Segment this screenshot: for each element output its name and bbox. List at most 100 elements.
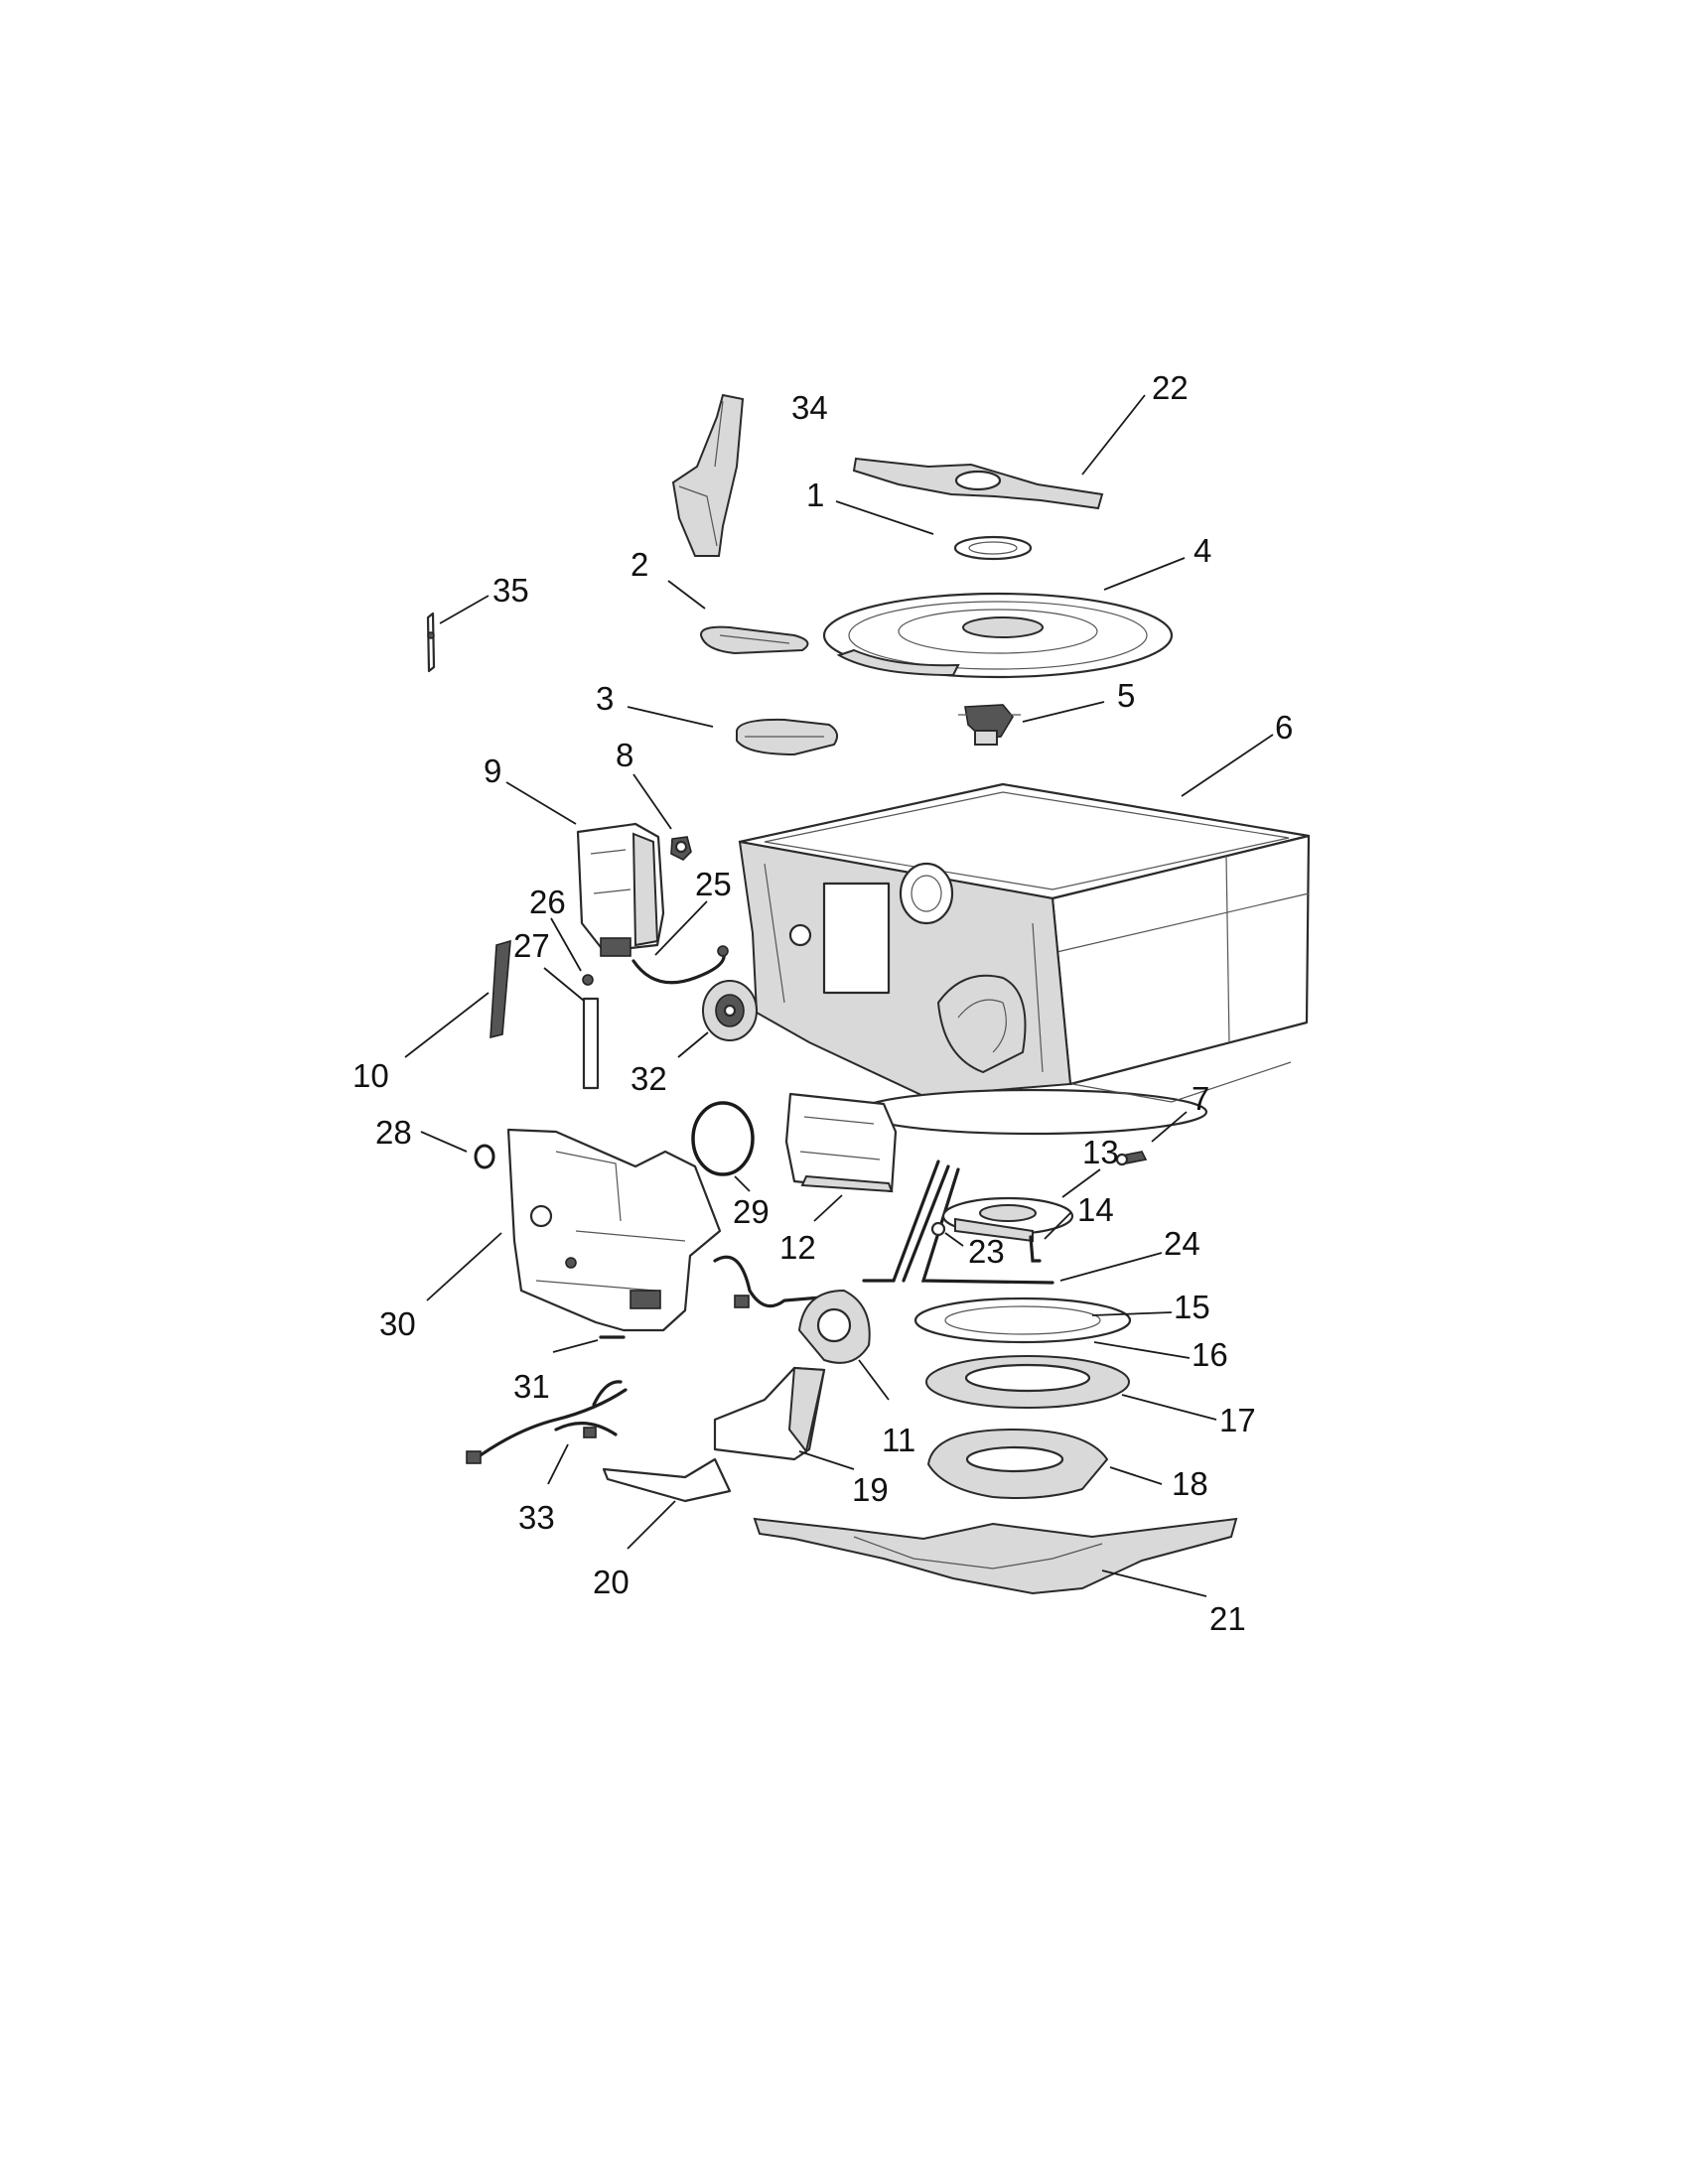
callout-16: 16 (1192, 1336, 1228, 1373)
leader-29 (734, 1175, 751, 1192)
leader-11 (858, 1359, 890, 1401)
callout-19: 19 (852, 1471, 889, 1508)
part-3-drawing (736, 718, 839, 756)
part-24-drawing (862, 1160, 1054, 1285)
part-11-drawing (713, 1255, 871, 1364)
part-15-drawing (913, 1297, 1132, 1344)
callout-17: 17 (1219, 1402, 1256, 1438)
leader-14 (1044, 1212, 1071, 1240)
part-21-drawing (753, 1517, 1238, 1595)
callout-28: 28 (375, 1114, 412, 1151)
leader-17 (1121, 1394, 1217, 1421)
callout-22: 22 (1152, 369, 1189, 406)
leader-24 (1059, 1252, 1163, 1282)
leader-12 (813, 1194, 843, 1222)
callout-21: 21 (1209, 1600, 1246, 1637)
leader-13 (1061, 1168, 1101, 1198)
callout-6: 6 (1275, 709, 1293, 746)
part-9-drawing (576, 822, 665, 957)
leader-20 (627, 1500, 676, 1550)
part-30-drawing (506, 1128, 722, 1332)
part-7-drawing (1115, 1151, 1148, 1166)
part-26-drawing (582, 974, 594, 986)
part-12-drawing (784, 1092, 898, 1193)
leader-23 (944, 1232, 964, 1247)
part-34-drawing (671, 393, 745, 557)
part-35-drawing (426, 612, 436, 673)
part-8-drawing (670, 836, 692, 861)
callout-12: 12 (779, 1229, 816, 1266)
part-14-drawing (1029, 1235, 1042, 1263)
leader-31 (552, 1339, 599, 1353)
part-27-drawing (582, 997, 600, 1090)
leader-27 (543, 967, 585, 1002)
part-10-drawing (490, 939, 511, 1039)
leader-1 (835, 500, 934, 535)
leader-18 (1109, 1466, 1163, 1485)
leader-7 (1151, 1111, 1188, 1143)
leader-22 (1081, 394, 1146, 476)
leader-28 (420, 1131, 468, 1153)
part-4-drawing (822, 592, 1174, 679)
callout-30: 30 (379, 1305, 416, 1342)
part-5-drawing (958, 704, 1021, 746)
callout-27: 27 (513, 927, 550, 964)
callout-31: 31 (513, 1368, 550, 1405)
part-2-drawing (700, 625, 809, 655)
leader-9 (505, 781, 577, 825)
callout-3: 3 (596, 680, 614, 717)
part-13-drawing (941, 1196, 1074, 1243)
callout-18: 18 (1172, 1465, 1208, 1502)
part-17-drawing (925, 1355, 1130, 1409)
callout-1: 1 (806, 477, 824, 513)
callout-15: 15 (1174, 1289, 1210, 1325)
part-23-drawing (930, 1221, 946, 1237)
leader-10 (404, 992, 490, 1058)
callout-29: 29 (733, 1193, 770, 1230)
leader-35 (439, 595, 490, 624)
part-6-drawing (738, 782, 1311, 1136)
callout-10: 10 (352, 1057, 389, 1094)
callout-2: 2 (631, 546, 648, 583)
leader-25 (654, 900, 708, 956)
leader-5 (1022, 701, 1105, 723)
callout-32: 32 (631, 1060, 667, 1097)
callout-20: 20 (593, 1564, 630, 1600)
callout-24: 24 (1164, 1225, 1200, 1262)
leader-19 (798, 1450, 855, 1470)
part-33-drawing (466, 1380, 628, 1464)
part-29-drawing (691, 1101, 755, 1176)
part-28-drawing (474, 1144, 495, 1169)
callout-14: 14 (1077, 1191, 1114, 1228)
callout-25: 25 (695, 866, 732, 902)
leader-3 (627, 706, 714, 728)
callout-13: 13 (1082, 1134, 1119, 1170)
leader-33 (547, 1443, 569, 1485)
leader-2 (667, 580, 706, 610)
callout-23: 23 (968, 1233, 1005, 1270)
callout-numbers: 34 22 1 4 35 2 5 3 6 9 8 26 25 27 10 32 … (352, 369, 1293, 1637)
part-1-drawing (953, 535, 1033, 561)
part-18-drawing (926, 1428, 1109, 1499)
callout-5: 5 (1117, 677, 1135, 714)
callout-33: 33 (518, 1499, 555, 1536)
leader-15 (1091, 1311, 1173, 1316)
leader-21 (1101, 1570, 1207, 1597)
leader-8 (632, 773, 672, 830)
part-22-drawing (852, 457, 1104, 510)
callout-26: 26 (529, 884, 566, 920)
part-25-drawing (632, 945, 729, 985)
part-32-drawing (702, 980, 758, 1041)
callout-11: 11 (882, 1422, 915, 1458)
part-19-drawing (713, 1366, 826, 1461)
leader-6 (1181, 734, 1274, 797)
callout-7: 7 (1192, 1080, 1209, 1117)
callout-4: 4 (1193, 532, 1211, 569)
part-20-drawing (602, 1457, 732, 1503)
leader-30 (426, 1232, 502, 1301)
leader-lines (404, 394, 1274, 1597)
leader-32 (677, 1031, 709, 1058)
callout-9: 9 (484, 752, 501, 789)
leader-16 (1093, 1341, 1191, 1359)
